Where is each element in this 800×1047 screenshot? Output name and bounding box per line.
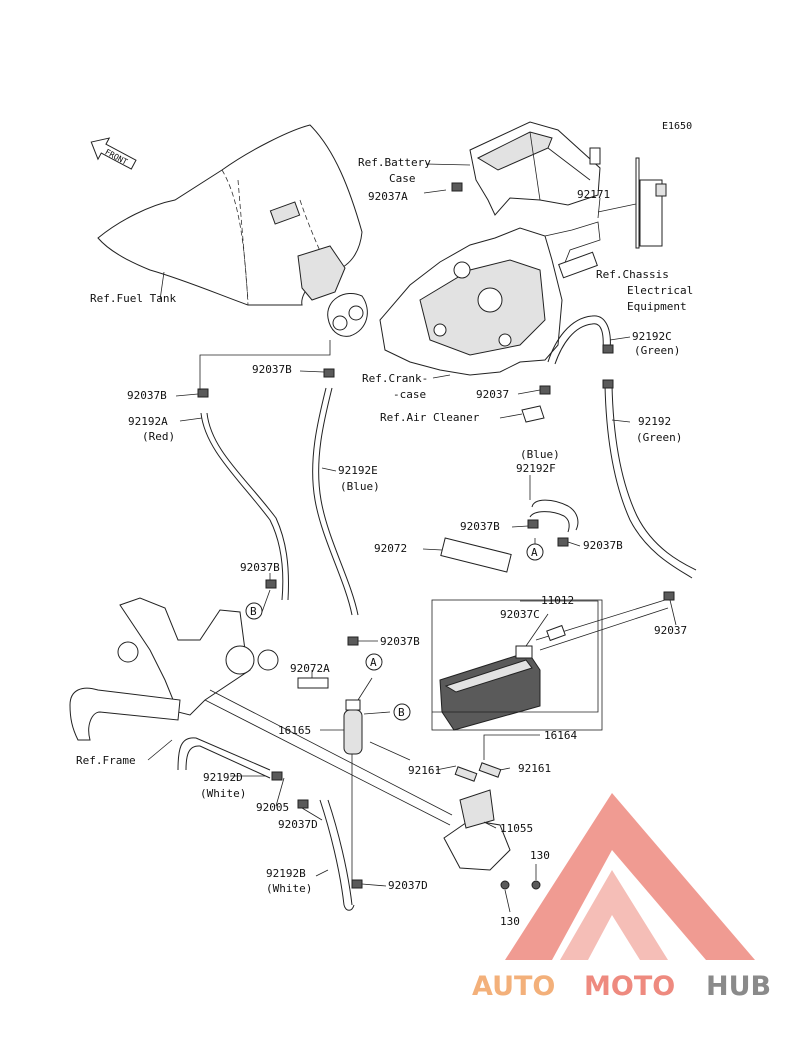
ref-circle-A-2-label: A [370,656,377,669]
ref-circle-A-1: A [526,543,544,561]
label-92037B-c: 92037B [460,520,500,533]
fuel-tank-outline [97,124,368,337]
part-labels: Ref.Battery Case 92037A 92171 Ref.Chassi… [76,156,693,928]
label-92192D: 92192D [203,771,243,784]
label-92192E: 92192E [338,464,378,477]
watermark-text-auto: AUTO [472,971,555,1002]
label-130-a: 130 [530,849,550,862]
canister [431,599,603,731]
label-92037C: 92037C [500,608,540,621]
watermark-text-moto: MOTO [584,971,675,1002]
label-92037A: 92037A [368,190,408,203]
diagram-code: E1650 [662,121,692,132]
label-11055: 11055 [500,822,533,835]
frame [69,597,453,826]
label-92005: 92005 [256,801,289,814]
label-ref-crankcase-2: -case [393,388,426,401]
label-ref-air-cleaner: Ref.Air Cleaner [380,411,480,424]
label-92192E-color: (Blue) [340,480,380,493]
label-ref-crankcase-1: Ref.Crank- [362,372,428,385]
label-92037B-b: 92037B [252,363,292,376]
crankcase [379,221,601,376]
label-92072A: 92072A [290,662,330,675]
chassis-electrical-fitting [597,157,667,249]
label-92192: 92192 [638,415,671,428]
bracket [443,762,541,890]
battery-case [469,121,601,216]
label-11012: 11012 [541,594,574,607]
label-ref-chassis-2: Electrical [627,284,693,297]
label-ref-battery-case-1: Ref.Battery [358,156,431,169]
label-92037-b: 92037 [654,624,687,637]
label-92192A-color: (Red) [142,430,175,443]
label-ref-battery-case-2: Case [389,172,416,185]
label-92037B-d: 92037B [583,539,623,552]
label-ref-chassis-3: Equipment [627,300,687,313]
watermark-text: AUTO MOTO HUB [472,971,771,1002]
label-92192-color: (Green) [636,431,682,444]
label-92037B-f: 92037B [380,635,420,648]
hoses [177,315,697,911]
label-92161-a: 92161 [408,764,441,777]
front-arrow-icon: FRONT [90,137,137,170]
label-92192C-color: (Green) [634,344,680,357]
label-92192B: 92192B [266,867,306,880]
label-92192F: 92192F [516,462,556,475]
label-92192D-color: (White) [200,787,246,800]
watermark-text-hub: HUB [706,971,771,1002]
label-92037D-b: 92037D [388,879,428,892]
ref-circle-B-1-label: B [250,605,257,618]
label-92192C: 92192C [632,330,672,343]
label-ref-chassis-1: Ref.Chassis [596,268,669,281]
ref-circle-B-2: B [393,703,411,721]
fuel-filter [343,699,363,755]
label-92192F-color: (Blue) [520,448,560,461]
clamps [197,182,675,889]
watermark-logo [505,793,755,960]
label-92161-b: 92161 [518,762,551,775]
label-92037B-e: 92037B [240,561,280,574]
label-16164: 16164 [544,729,577,742]
strap-92072 [440,537,512,573]
ref-circle-B-2-label: B [398,706,405,719]
label-92037-a: 92037 [476,388,509,401]
label-130-b: 130 [500,915,520,928]
label-16165: 16165 [278,724,311,737]
label-92171: 92171 [577,188,610,201]
label-92037D-a: 92037D [278,818,318,831]
strap-92072A [297,677,329,689]
label-92072: 92072 [374,542,407,555]
label-92037B-a: 92037B [127,389,167,402]
ref-circle-A-2: A [365,653,383,671]
ref-circle-B-1: B [245,602,263,620]
label-ref-fuel-tank: Ref.Fuel Tank [90,292,176,305]
leader-lines [147,163,677,913]
label-ref-frame: Ref.Frame [76,754,136,767]
label-92192B-color: (White) [266,882,312,895]
label-92192A: 92192A [128,415,168,428]
ref-circle-A-1-label: A [531,546,538,559]
